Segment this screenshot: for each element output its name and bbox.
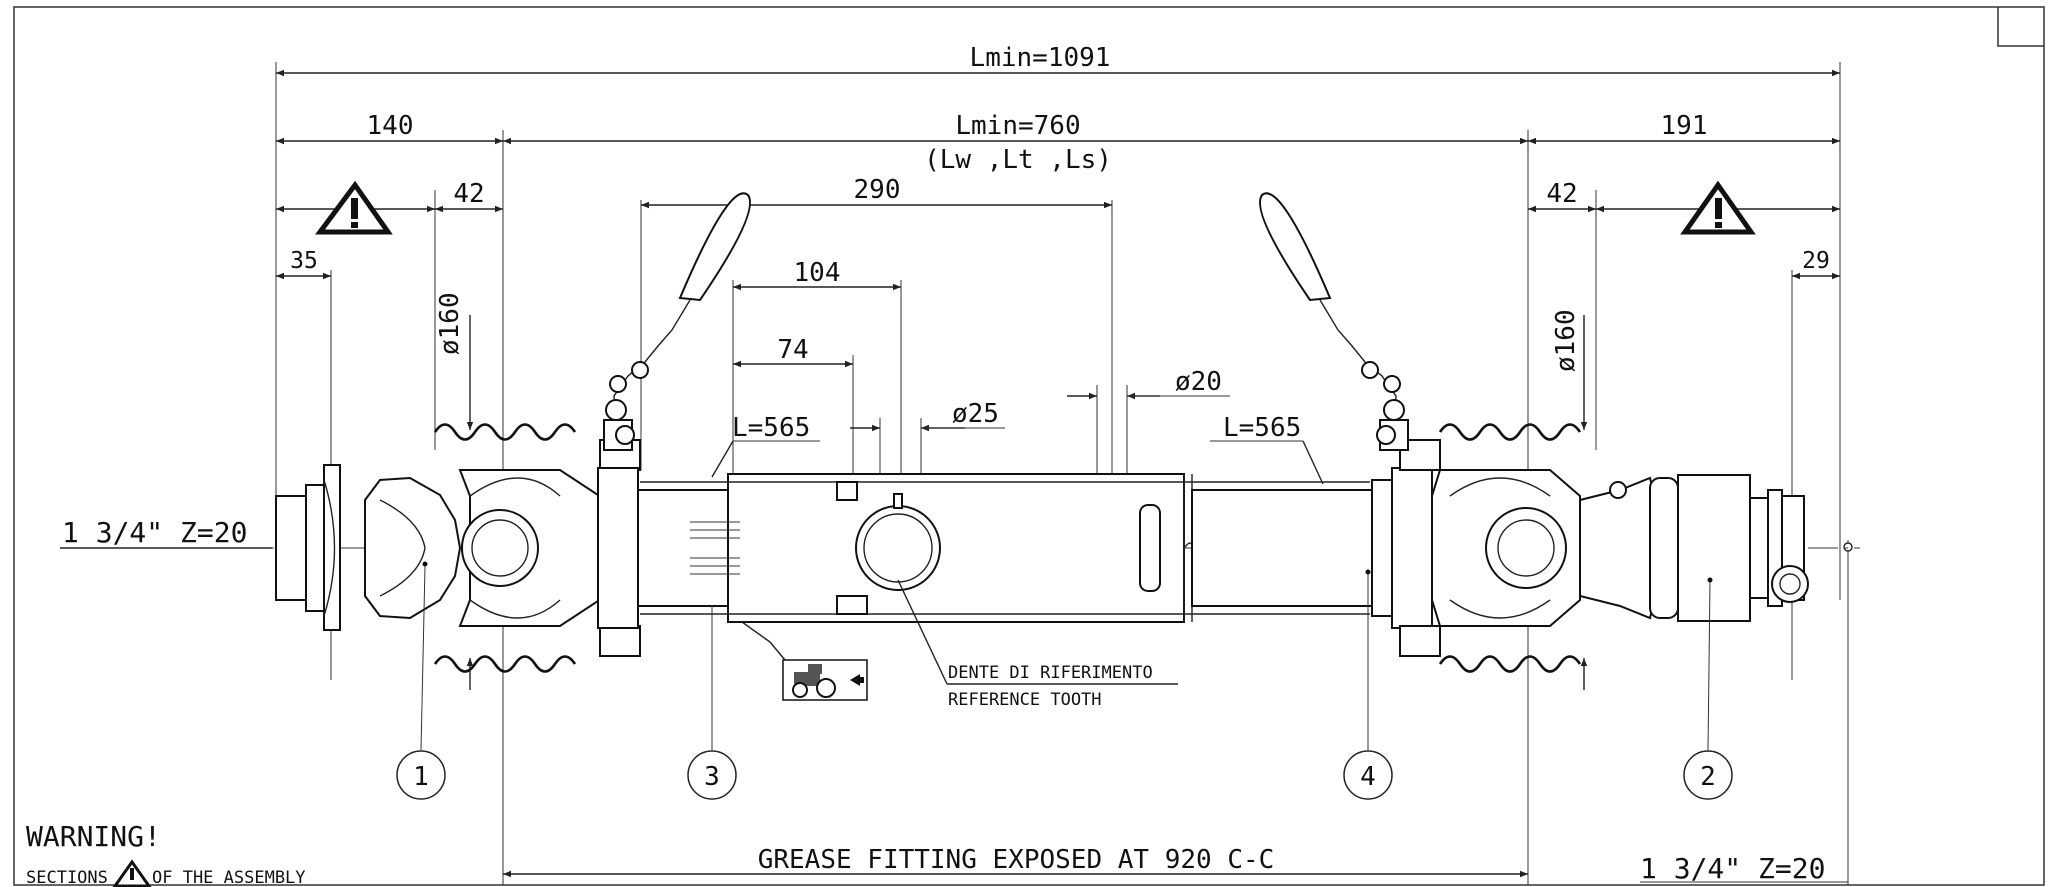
tube-length-right-label: L=565 bbox=[1223, 413, 1301, 443]
tube-diameter-25-label: ø25 bbox=[952, 399, 999, 429]
grease-fitting-note: GREASE FITTING EXPOSED AT 920 C-C bbox=[758, 845, 1275, 875]
title-block-corner bbox=[1997, 7, 2044, 47]
right-spline-label: 1 3/4" Z=20 bbox=[1640, 852, 1825, 885]
left-spline-label: 1 3/4" Z=20 bbox=[62, 516, 247, 549]
dimension-texts: Lmin=1091 140 Lmin=760 (Lw ,Lt ,Ls) 191 … bbox=[290, 43, 1830, 443]
safety-chain-right bbox=[1259, 192, 1409, 451]
warning-title: WARNING! bbox=[26, 820, 161, 853]
guard-right-length-label: 42 bbox=[1546, 179, 1577, 209]
warning-triangle-icon bbox=[315, 180, 393, 235]
dimension-lines bbox=[275, 62, 1853, 885]
callout-1: 1 bbox=[396, 750, 446, 800]
svg-text:2: 2 bbox=[1700, 762, 1716, 792]
svg-text:1: 1 bbox=[413, 762, 429, 792]
tractor-icon bbox=[741, 621, 868, 701]
reference-tooth-leader: DENTE DI RIFERIMENTO REFERENCE TOOTH bbox=[897, 579, 1178, 710]
warning-text-a: SECTIONS bbox=[26, 868, 108, 887]
reference-tooth-label-en: REFERENCE TOOTH bbox=[948, 690, 1102, 710]
callout-3: 3 bbox=[687, 750, 737, 800]
tube-length-label: Lmin=760 bbox=[955, 111, 1080, 141]
left-stub-label: 35 bbox=[290, 248, 318, 274]
guard-left-length-label: 42 bbox=[453, 179, 484, 209]
callout-2: 2 bbox=[1683, 750, 1733, 800]
reference-tooth-label-it: DENTE DI RIFERIMENTO bbox=[948, 663, 1153, 683]
right-stub-label: 29 bbox=[1802, 248, 1830, 274]
warning-triangle-icon bbox=[112, 859, 152, 887]
dim-104-label: 104 bbox=[794, 258, 841, 288]
left-end-length-label: 140 bbox=[367, 111, 414, 141]
dim-74-label: 74 bbox=[777, 335, 808, 365]
shaft-assembly bbox=[60, 423, 1860, 673]
overall-length-label: Lmin=1091 bbox=[970, 43, 1111, 73]
guard-diameter-left-label: ø160 bbox=[435, 292, 465, 355]
callout-4: 4 bbox=[1343, 750, 1393, 800]
warning-triangle-icon bbox=[1680, 180, 1756, 235]
drawing-frame bbox=[13, 6, 2045, 886]
warning-text-b: OF THE ASSEMBLY bbox=[152, 868, 306, 887]
chain-dim-label: 290 bbox=[854, 175, 901, 205]
spline-labels: 1 3/4" Z=20 1 3/4" Z=20 bbox=[60, 516, 1825, 885]
svg-text:3: 3 bbox=[704, 762, 720, 792]
svg-text:4: 4 bbox=[1360, 762, 1376, 792]
part-callouts: 1 3 4 2 bbox=[396, 565, 1733, 800]
tube-length-left-label: L=565 bbox=[732, 413, 810, 443]
safety-chain-left bbox=[603, 192, 751, 451]
right-end-length-label: 191 bbox=[1661, 111, 1708, 141]
guard-diameter-right-label: ø160 bbox=[1551, 309, 1581, 372]
warning-note: WARNING! SECTIONS OF THE ASSEMBLY bbox=[26, 820, 306, 887]
tube-diameter-20-label: ø20 bbox=[1175, 367, 1222, 397]
tube-length-sub-label: (Lw ,Lt ,Ls) bbox=[924, 145, 1112, 175]
